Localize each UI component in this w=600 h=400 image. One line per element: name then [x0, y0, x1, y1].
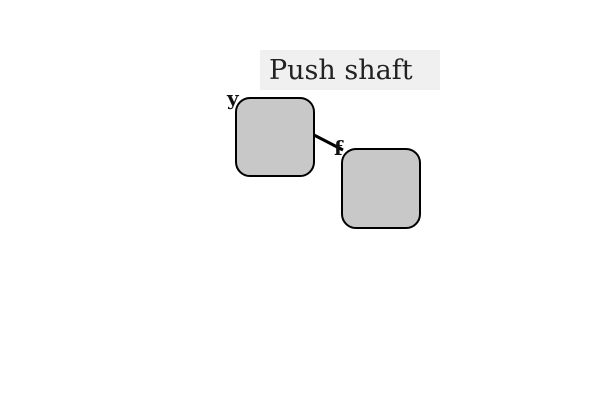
title-text: Push shaft — [269, 54, 413, 86]
block-y — [235, 97, 315, 177]
title-label: Push shaft — [260, 50, 440, 90]
block-f — [341, 148, 421, 229]
block-f-label: f — [334, 136, 343, 160]
push-shaft-line — [313, 133, 344, 152]
block-y-label: y — [227, 86, 239, 110]
